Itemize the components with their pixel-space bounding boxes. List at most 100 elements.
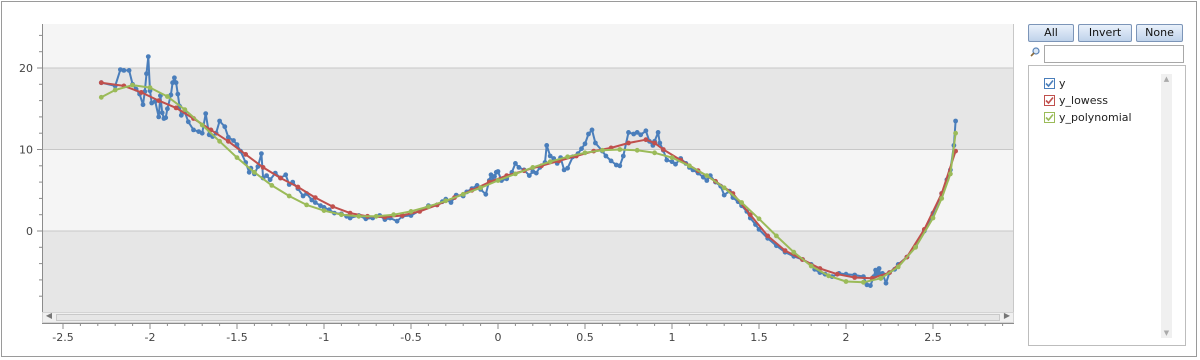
x-tick-label: -1	[319, 331, 330, 344]
data-point	[593, 140, 598, 146]
data-point	[156, 98, 162, 103]
checkbox-icon[interactable]	[1044, 111, 1055, 123]
legend-list: y y_lowess y_polynomial ▲ ▼	[1028, 65, 1186, 346]
data-point	[252, 169, 257, 175]
data-point	[165, 106, 170, 112]
horizontal-scrollbar[interactable]: ◀ ▶	[42, 311, 1014, 323]
data-point	[217, 118, 223, 124]
data-point	[199, 122, 205, 128]
data-point	[159, 110, 165, 116]
legend-item-y_polynomial[interactable]: y_polynomial	[1044, 110, 1132, 124]
data-point	[225, 138, 231, 144]
y-tick-label: 0	[26, 225, 33, 238]
data-point	[868, 283, 873, 288]
scroll-up-icon[interactable]: ▲	[1163, 75, 1170, 83]
data-point	[861, 279, 866, 285]
data-point	[513, 161, 518, 166]
data-point	[876, 266, 882, 271]
data-point	[495, 169, 501, 174]
grid-band	[42, 231, 1014, 312]
search-icon	[1030, 47, 1040, 57]
select-none-button[interactable]: None	[1136, 24, 1183, 42]
scroll-down-icon[interactable]: ▼	[1163, 329, 1170, 337]
series-filter-panel: All Invert None y y_lowess y_polynomial ▲ …	[1028, 24, 1186, 346]
data-point	[478, 185, 483, 191]
grid-band	[42, 24, 1014, 68]
legend-label: y	[1059, 76, 1066, 90]
grid-band	[42, 68, 1014, 150]
data-point	[147, 85, 153, 90]
scroll-right-icon[interactable]: ▶	[1003, 311, 1011, 320]
data-point	[145, 54, 151, 59]
data-point	[582, 150, 588, 156]
data-point	[347, 215, 353, 221]
data-point	[483, 191, 489, 197]
data-point	[774, 233, 779, 239]
data-point	[460, 191, 466, 197]
data-point	[172, 75, 177, 81]
data-point	[600, 147, 605, 153]
data-point	[309, 197, 315, 203]
data-point	[603, 153, 609, 159]
data-point	[826, 273, 831, 279]
legend-item-y[interactable]: y	[1044, 76, 1066, 90]
data-point	[533, 170, 539, 176]
data-point	[852, 275, 858, 280]
legend-scrollbar[interactable]: ▲ ▼	[1161, 74, 1172, 338]
checkbox-icon[interactable]	[1044, 77, 1055, 89]
data-point	[217, 138, 223, 144]
data-point	[373, 213, 379, 219]
data-point	[582, 141, 588, 147]
checkbox-icon[interactable]	[1044, 94, 1055, 106]
data-point	[426, 204, 431, 210]
data-point	[443, 198, 449, 204]
data-point	[634, 130, 640, 135]
data-point	[286, 193, 292, 199]
data-point	[140, 102, 146, 108]
data-point	[739, 200, 744, 205]
data-point	[495, 178, 501, 183]
select-all-button[interactable]: All	[1028, 24, 1074, 42]
scroll-left-icon[interactable]: ◀	[45, 311, 53, 320]
x-tick-label: 0	[495, 331, 502, 344]
data-point	[843, 279, 849, 284]
data-point	[156, 114, 162, 120]
data-point	[231, 138, 236, 143]
series-search-input[interactable]	[1044, 45, 1184, 63]
invert-selection-button[interactable]: Invert	[1078, 24, 1132, 42]
x-tick-label: -2.5	[52, 331, 73, 344]
data-point	[704, 178, 710, 183]
data-point	[530, 165, 536, 170]
data-point	[721, 192, 727, 198]
scroll-thumb[interactable]	[56, 314, 1000, 321]
legend-item-y_lowess[interactable]: y_lowess	[1044, 93, 1108, 107]
data-point	[638, 132, 644, 138]
data-point	[165, 94, 170, 99]
data-point	[260, 165, 266, 170]
x-tick-label: -1.5	[226, 331, 247, 344]
data-point	[492, 174, 497, 179]
data-point	[669, 155, 675, 161]
data-point	[687, 163, 692, 169]
data-point	[203, 111, 209, 116]
data-point	[565, 165, 570, 171]
data-point	[339, 212, 344, 218]
data-point	[98, 94, 104, 100]
data-point	[617, 147, 623, 152]
data-point	[589, 127, 595, 133]
data-point	[747, 212, 753, 218]
data-point	[304, 202, 309, 208]
data-point	[913, 244, 918, 250]
data-point	[173, 80, 179, 86]
data-point	[267, 177, 273, 183]
data-point	[399, 213, 405, 218]
data-point	[312, 195, 318, 201]
data-point	[222, 124, 228, 130]
data-point	[408, 209, 414, 214]
grid-band	[42, 149, 1014, 231]
data-point	[579, 146, 584, 152]
data-point	[834, 271, 840, 277]
data-point	[756, 216, 762, 222]
data-point	[953, 118, 958, 124]
